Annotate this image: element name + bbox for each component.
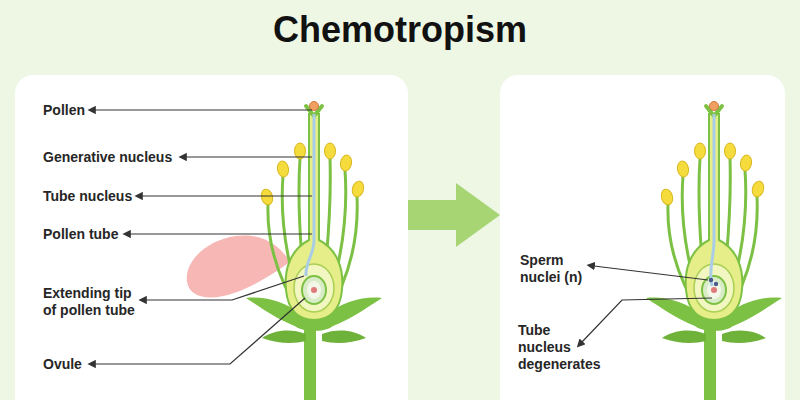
- part-label: Extending tip of pollen tube: [43, 285, 148, 319]
- part-label: Tube nucleus: [43, 188, 132, 205]
- part-label: Pollen tube: [43, 226, 118, 243]
- part-label: Pollen: [43, 102, 85, 119]
- part-label: Generative nucleus: [43, 149, 172, 166]
- process-arrow: [408, 200, 460, 230]
- part-label: Tube nucleus degenerates: [518, 322, 590, 373]
- panel-card: PollenGenerative nucleusTube nucleusPoll…: [15, 75, 408, 400]
- part-label: Ovule: [43, 356, 82, 373]
- panel-card: Sperm nuclei (n) Tube nucleus degenerates: [500, 75, 785, 400]
- part-label: Sperm nuclei (n): [520, 252, 595, 286]
- diagram-title: Chemotropism: [0, 8, 800, 52]
